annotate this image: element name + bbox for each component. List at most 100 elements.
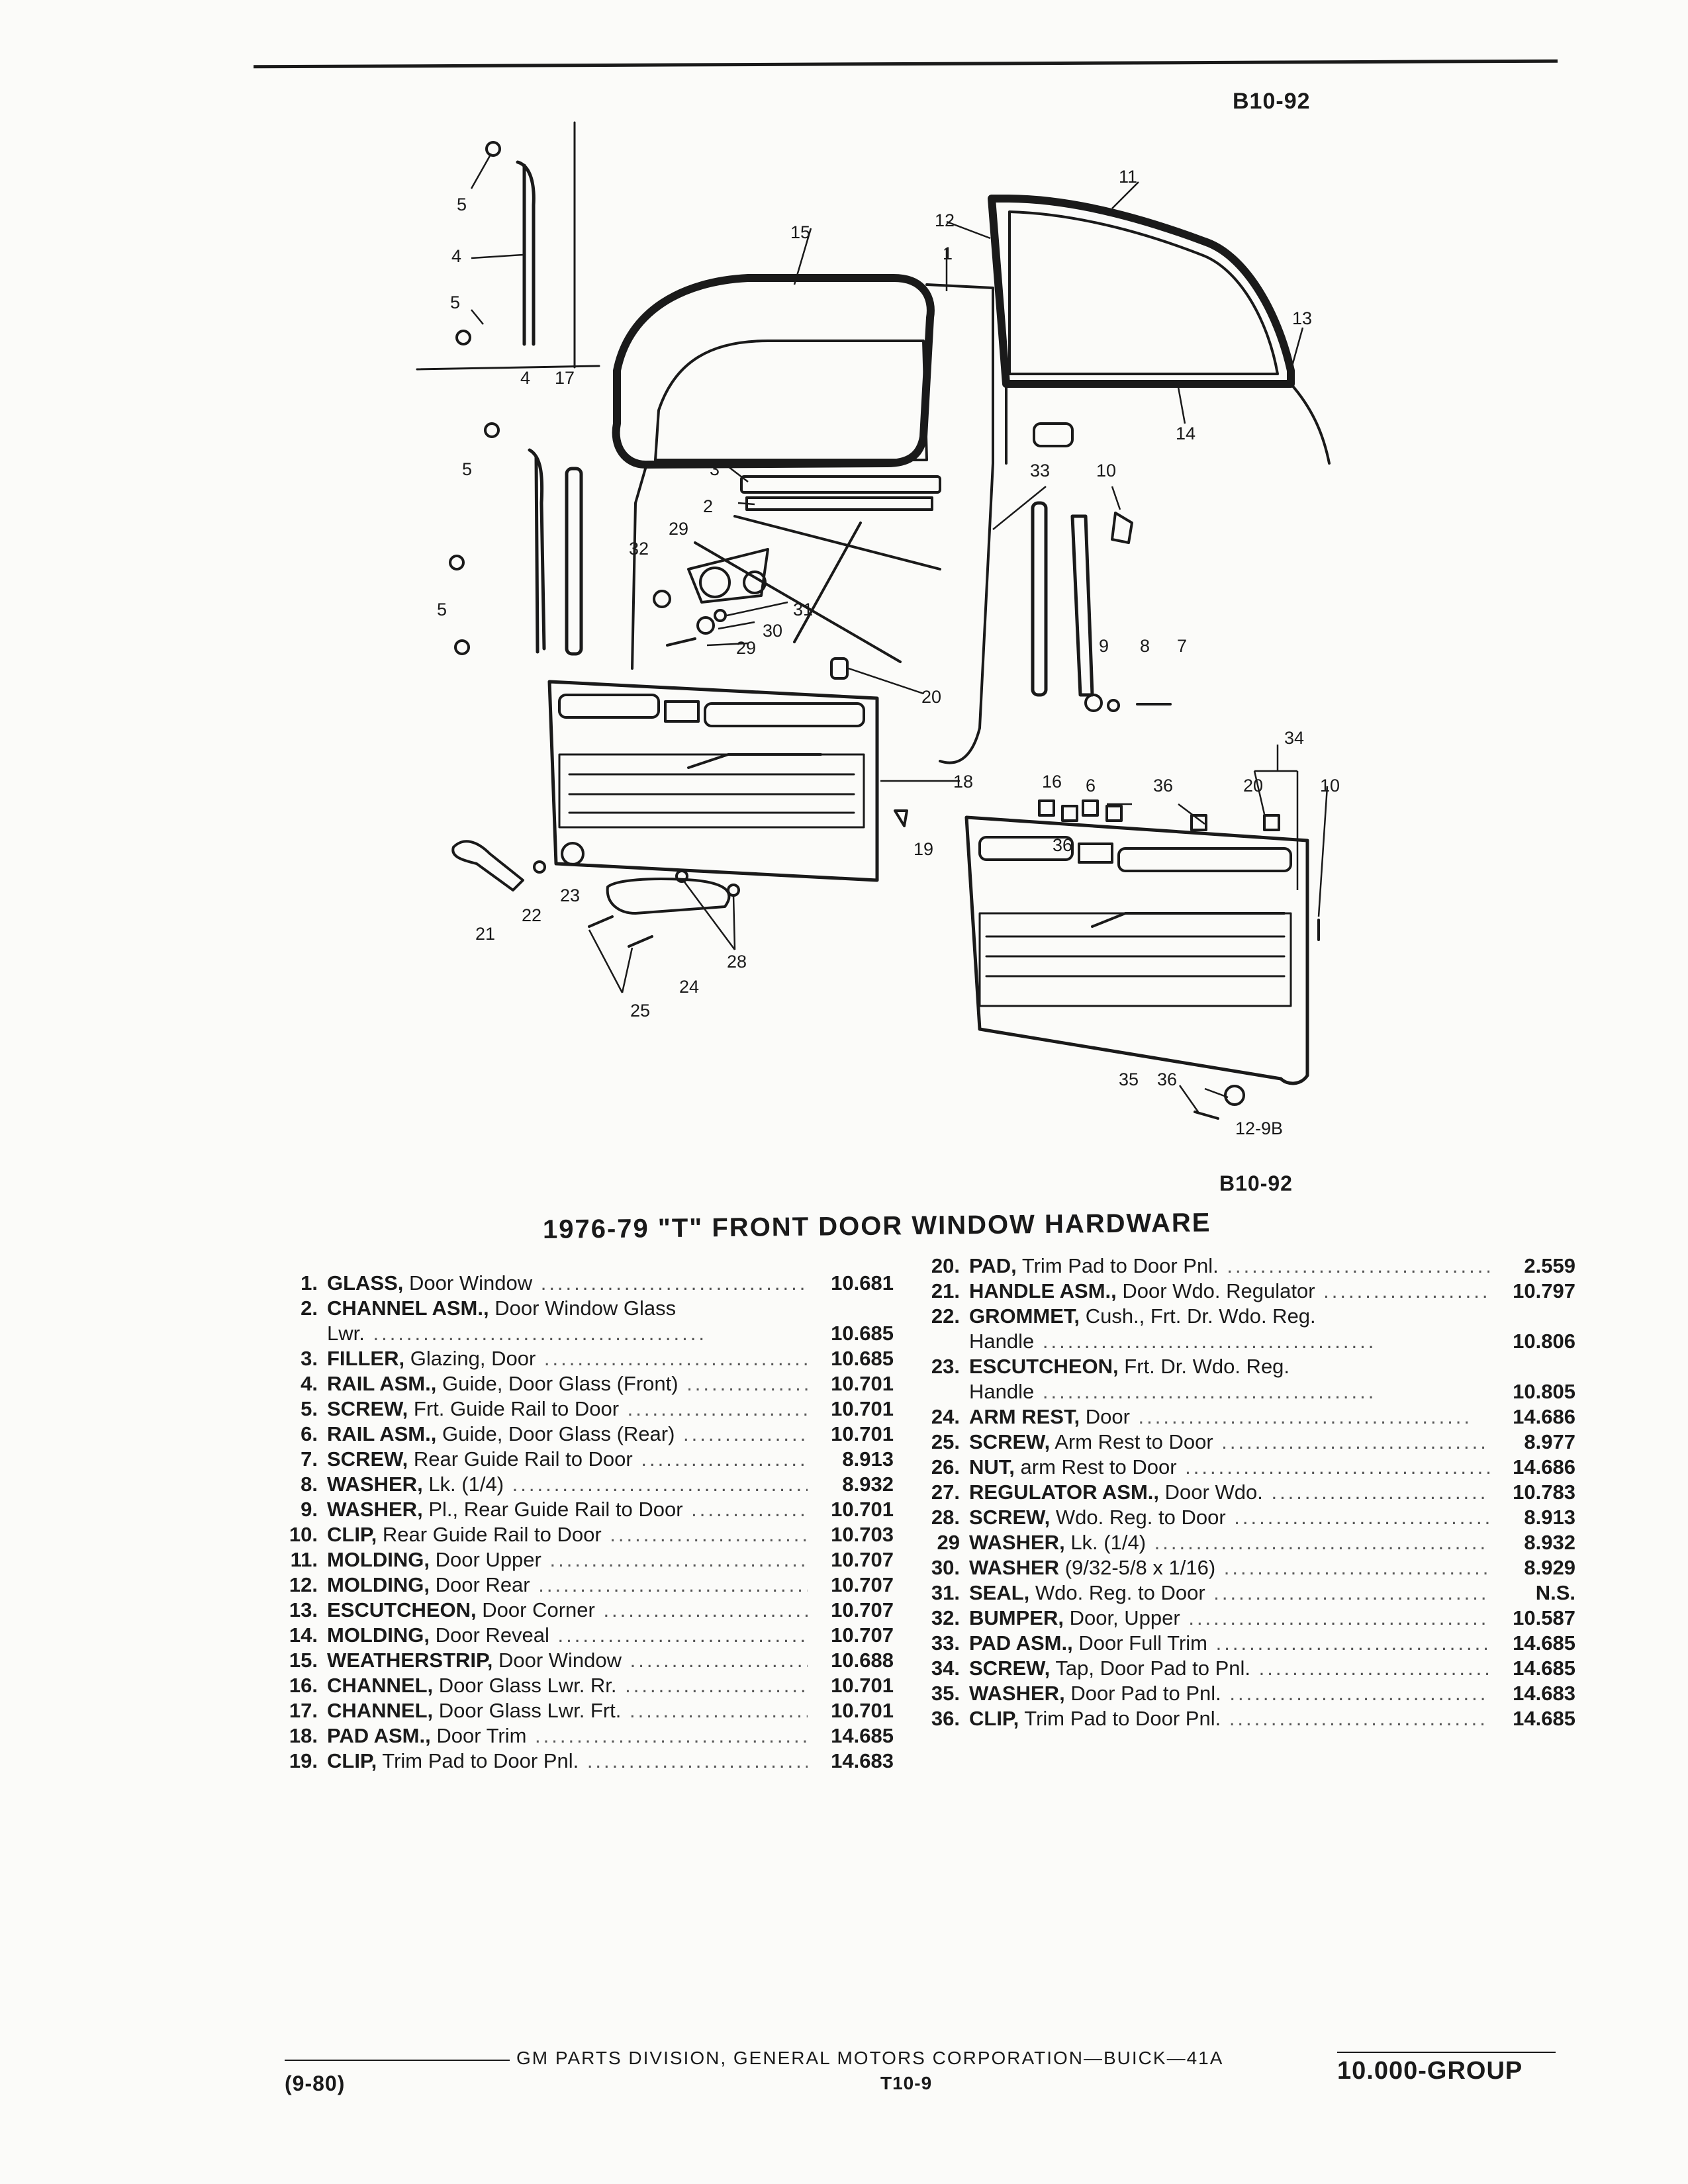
callout-27: 29 <box>669 519 688 539</box>
callout-28: 29 <box>736 638 756 658</box>
callout-20: 20 <box>921 687 941 707</box>
part-name: RAIL ASM., <box>327 1422 437 1445</box>
part-description: MOLDING, Door Upper ....................… <box>327 1547 808 1572</box>
callout-5: 5 <box>457 195 467 214</box>
dot-leader: ........................................ <box>630 1699 808 1722</box>
callout-30: 31 <box>793 600 813 619</box>
part-row: 24.ARM REST, Door ......................… <box>914 1404 1575 1430</box>
page-code-top: B10-92 <box>1233 89 1311 114</box>
footer-page-number: T10-9 <box>880 2073 933 2093</box>
part-row: 13.ESCUTCHEON, Door Corner .............… <box>271 1598 894 1623</box>
dot-leader: ........................................ <box>1180 1606 1489 1629</box>
part-detail: Tap, Door Pad to Pnl. <box>1055 1657 1251 1680</box>
callout-10: 10 <box>1320 776 1340 796</box>
dot-leader: ........................................ <box>1234 1506 1489 1529</box>
part-detail: Rear Guide Rail to Door <box>382 1523 602 1546</box>
callout-5: 5 <box>462 459 472 479</box>
part-row: 16.CHANNEL, Door Glass Lwr. Rr. ........… <box>271 1673 894 1698</box>
dot-leader: ........................................ <box>1213 1581 1489 1604</box>
part-detail: Handle <box>969 1380 1035 1403</box>
part-row: 3.FILLER, Glazing, Door ................… <box>271 1346 894 1371</box>
part-value: 10.797 <box>1513 1279 1575 1302</box>
dot-leader: ........................................ <box>641 1447 808 1471</box>
footer-rule-left <box>285 2060 510 2061</box>
part-row: 34.SCREW, Tap, Door Pad to Pnl. ........… <box>914 1656 1575 1681</box>
part-detail: Cush., Frt. Dr. Wdo. Reg. <box>1085 1304 1316 1328</box>
part-detail: Door Corner <box>482 1598 595 1621</box>
part-value: 10.701 <box>831 1422 894 1445</box>
callout-1: 1 <box>943 244 953 263</box>
part-number: 16. <box>289 1674 318 1697</box>
part-description: ARM REST, Door .........................… <box>969 1404 1489 1430</box>
footer-rule-right <box>1337 2052 1556 2053</box>
part-number: 7. <box>301 1447 318 1471</box>
part-value: 14.685 <box>1513 1631 1575 1655</box>
part-name: CLIP, <box>969 1707 1019 1730</box>
part-number: 1. <box>301 1271 318 1295</box>
part-number: 9. <box>301 1498 318 1521</box>
part-detail: Lk. (1/4) <box>1070 1531 1147 1554</box>
part-value: 10.681 <box>831 1271 894 1295</box>
parts-list-right: 20.PAD, Trim Pad to Door Pnl. ..........… <box>914 1253 1575 1731</box>
part-description: CHANNEL ASM., Door Window Glass <box>327 1296 808 1321</box>
part-description: FILLER, Glazing, Door ..................… <box>327 1346 808 1371</box>
part-description: SCREW, Rear Guide Rail to Door .........… <box>327 1447 808 1472</box>
part-detail: Door Window Glass <box>494 1297 677 1320</box>
part-number: 20. <box>931 1254 960 1277</box>
part-number: 14. <box>289 1623 318 1647</box>
part-description: SEAL, Wdo. Reg. to Door ................… <box>969 1580 1489 1606</box>
exploded-parts-diagram: 5 4 5 4 17 5 5 15 12 1 11 13 14 3 2 33 1… <box>416 121 1340 1138</box>
dot-leader: ........................................ <box>543 1347 808 1370</box>
part-row: 5.SCREW, Frt. Guide Rail to Door .......… <box>271 1396 894 1422</box>
dot-leader: ........................................ <box>630 1649 808 1672</box>
footer-publisher: GM PARTS DIVISION, GENERAL MOTORS CORPOR… <box>516 2048 1224 2068</box>
part-name: CLIP, <box>327 1523 377 1546</box>
part-detail: Door Window <box>409 1271 533 1295</box>
part-description: NUT, arm Rest to Door ..................… <box>969 1455 1489 1480</box>
part-row: 14.MOLDING, Door Reveal ................… <box>271 1623 894 1648</box>
part-name: CHANNEL ASM., <box>327 1297 489 1320</box>
part-value: 10.701 <box>831 1699 894 1722</box>
part-row: Handle .................................… <box>914 1379 1575 1404</box>
part-name: FILLER, <box>327 1347 405 1370</box>
part-description: CLIP, Trim Pad to Door Pnl. ............… <box>327 1749 808 1774</box>
part-row: 26.NUT, arm Rest to Door ...............… <box>914 1455 1575 1480</box>
part-name: ARM REST, <box>969 1405 1080 1428</box>
part-description: ESCUTCHEON, Door Corner ................… <box>327 1598 808 1623</box>
part-row: 30.WASHER (9/32-5/8 x 1/16) ............… <box>914 1555 1575 1580</box>
callout-3: 3 <box>710 459 720 479</box>
callout-5: 5 <box>437 600 447 619</box>
part-description: Handle .................................… <box>969 1379 1489 1404</box>
part-row: 2.CHANNEL ASM., Door Window Glass <box>271 1296 894 1321</box>
part-name: HANDLE ASM., <box>969 1279 1117 1302</box>
part-value: N.S. <box>1535 1581 1575 1604</box>
callout-25: 25 <box>630 1001 650 1021</box>
callout-32: 33 <box>1030 461 1050 480</box>
part-name: MOLDING, <box>327 1548 430 1571</box>
footer-group: 10.000-GROUP <box>1337 2057 1523 2085</box>
dot-leader: ........................................ <box>512 1473 808 1496</box>
part-description: SCREW, Tap, Door Pad to Pnl. ...........… <box>969 1656 1489 1681</box>
part-name: SCREW, <box>969 1657 1051 1680</box>
part-detail: Glazing, Door <box>410 1347 536 1370</box>
callout-12: 12 <box>935 210 955 230</box>
part-row: 31.SEAL, Wdo. Reg. to Door .............… <box>914 1580 1575 1606</box>
callout-8: 8 <box>1140 636 1150 656</box>
callout-33: 34 <box>1284 728 1304 748</box>
part-description: ESCUTCHEON, Frt. Dr. Wdo. Reg. <box>969 1354 1489 1379</box>
part-number: 27. <box>931 1480 960 1504</box>
part-description: HANDLE ASM., Door Wdo. Regulator .......… <box>969 1279 1489 1304</box>
dot-leader: ........................................ <box>627 1397 808 1420</box>
part-row: 10.CLIP, Rear Guide Rail to Door .......… <box>271 1522 894 1547</box>
page-code-bottom: B10-92 <box>1219 1171 1293 1195</box>
part-description: RAIL ASM., Guide, Door Glass (Front) ...… <box>327 1371 808 1396</box>
part-detail: Lk. (1/4) <box>428 1473 504 1496</box>
part-description: CLIP, Trim Pad to Door Pnl. ............… <box>969 1706 1489 1731</box>
part-name: MOLDING, <box>327 1623 430 1647</box>
part-detail: Trim Pad to Door Pnl. <box>382 1749 579 1772</box>
part-row: 21.HANDLE ASM., Door Wdo. Regulator ....… <box>914 1279 1575 1304</box>
callout-4: 4 <box>520 368 530 388</box>
dot-leader: ........................................ <box>549 1548 808 1571</box>
part-row: 35.WASHER, Door Pad to Pnl. ............… <box>914 1681 1575 1706</box>
callout-4: 4 <box>451 246 461 266</box>
